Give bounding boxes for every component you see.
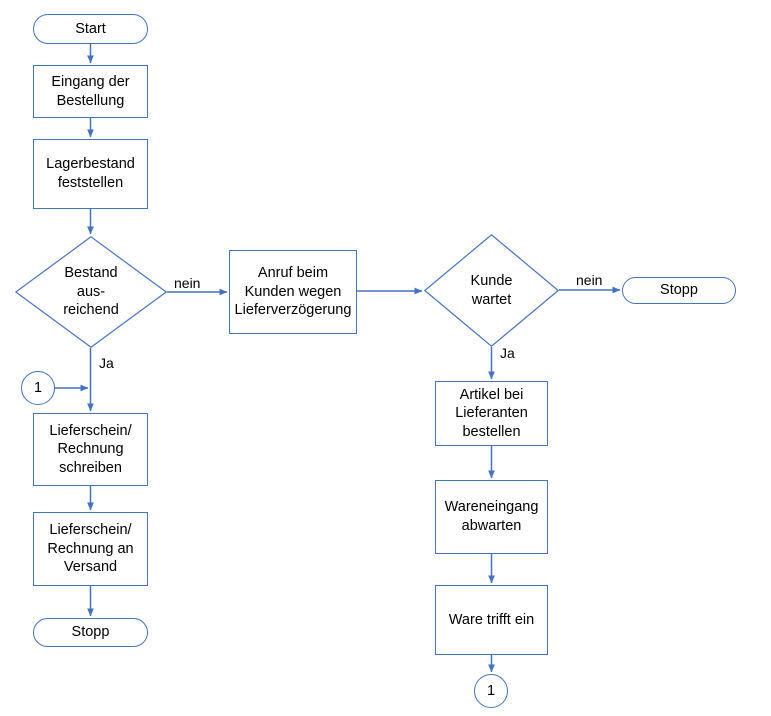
edge-label-ja-kunde: Ja	[500, 345, 515, 361]
node-anruf-beim-kunden[interactable]: Anruf beim Kunden wegen Lieferverzögerun…	[229, 250, 357, 334]
node-lagerbestand-feststellen-label: Lagerbestand feststellen	[46, 156, 135, 191]
node-ware-trifft-ein[interactable]: Ware trifft ein	[435, 585, 548, 655]
node-connector-1-unten-label: 1	[486, 682, 496, 699]
node-kunde-wartet-label: Kunde wartet	[470, 272, 513, 308]
node-anruf-beim-kunden-label: Anruf beim Kunden wegen Lieferverzögerun…	[234, 265, 352, 319]
node-wareneingang-abwarten[interactable]: Wareneingang abwarten	[435, 480, 548, 554]
node-connector-1-links[interactable]: 1	[21, 371, 55, 405]
node-connector-1-links-label: 1	[33, 379, 43, 396]
edge-label-ja-bestand: Ja	[99, 355, 114, 371]
node-eingang-der-bestellung[interactable]: Eingang der Bestellung	[33, 65, 148, 118]
node-bestand-ausreichend[interactable]: Bestand aus- reichend	[15, 236, 167, 348]
node-lieferschein-rechnung-schreiben-label: Lieferschein/ Rechnung schreiben	[49, 422, 132, 476]
node-eingang-der-bestellung-label: Eingang der Bestellung	[51, 73, 130, 109]
node-bestand-ausreichend-label: Bestand aus- reichend	[63, 265, 119, 319]
node-connector-1-unten[interactable]: 1	[474, 674, 508, 708]
diamond-shape	[424, 234, 559, 347]
node-wareneingang-abwarten-label: Wareneingang abwarten	[444, 499, 539, 534]
edge-label-nein-bestand: nein	[174, 275, 201, 291]
node-ware-trifft-ein-label: Ware trifft ein	[448, 611, 535, 628]
node-start[interactable]: Start	[33, 14, 148, 44]
node-start-label: Start	[75, 20, 106, 37]
node-stopp-rechts[interactable]: Stopp	[622, 277, 736, 304]
node-stopp-links[interactable]: Stopp	[33, 618, 148, 647]
edge-label-nein-kunde: nein	[576, 272, 603, 288]
node-stopp-rechts-label: Stopp	[660, 282, 698, 299]
node-lagerbestand-feststellen[interactable]: Lagerbestand feststellen	[33, 139, 148, 209]
node-stopp-links-label: Stopp	[71, 624, 110, 641]
node-artikel-bei-lieferanten-bestellen-label: Artikel bei Lieferanten bestellen	[455, 386, 528, 440]
diamond-shape	[15, 236, 167, 348]
node-lieferschein-rechnung-an-versand-label: Lieferschein/ Rechnung an Versand	[47, 522, 134, 576]
node-lieferschein-rechnung-an-versand[interactable]: Lieferschein/ Rechnung an Versand	[33, 512, 148, 586]
node-lieferschein-rechnung-schreiben[interactable]: Lieferschein/ Rechnung schreiben	[33, 413, 148, 486]
node-kunde-wartet[interactable]: Kunde wartet	[424, 234, 559, 347]
node-artikel-bei-lieferanten-bestellen[interactable]: Artikel bei Lieferanten bestellen	[435, 381, 548, 446]
